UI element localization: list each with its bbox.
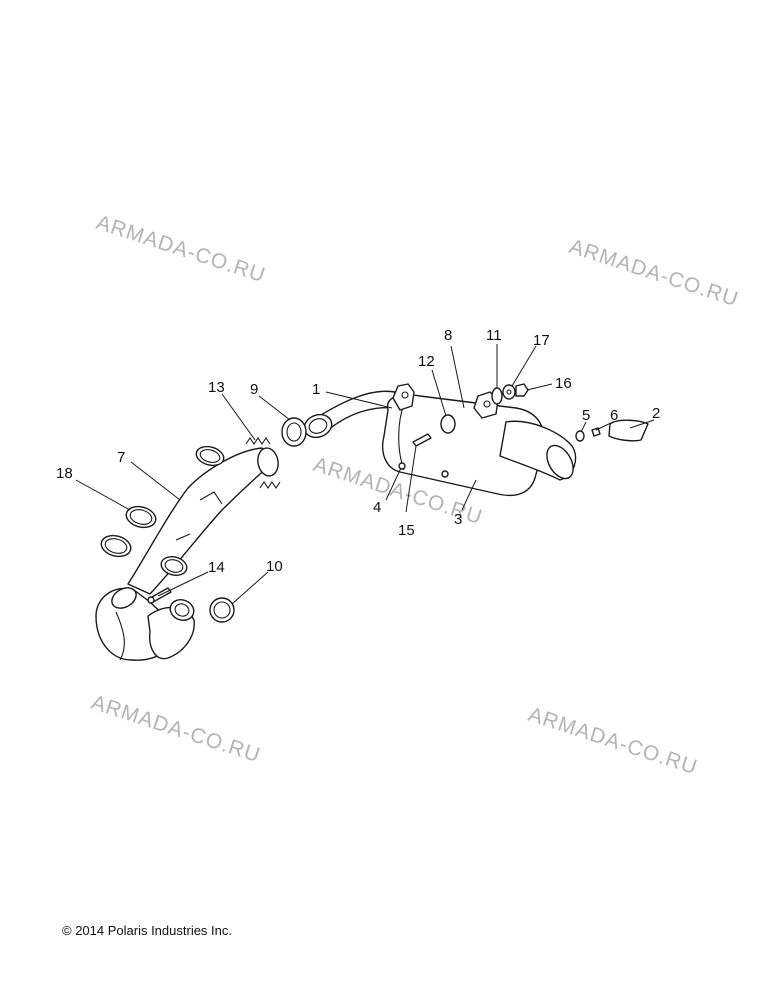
copyright-notice: © 2014 Polaris Industries Inc. [62, 923, 232, 938]
callout-1: 1 [312, 381, 320, 398]
screw-and-nut [575, 427, 601, 442]
watermark: ARMADA-CO.RU [88, 691, 263, 767]
gasket-10 [209, 597, 235, 623]
callout-5: 5 [582, 407, 590, 424]
mount-hardware [491, 383, 529, 405]
callout-10: 10 [266, 558, 283, 575]
callout-8: 8 [444, 327, 452, 344]
callout-11: 11 [486, 327, 502, 344]
callout-9: 9 [250, 381, 258, 398]
callout-2: 2 [652, 405, 660, 422]
callout-12: 12 [418, 353, 435, 370]
exhaust-springs [245, 437, 281, 489]
callout-17: 17 [533, 332, 550, 349]
watermark: ARMADA-CO.RU [93, 211, 268, 287]
muffler [303, 383, 577, 497]
callout-4: 4 [373, 499, 381, 516]
callout-15: 15 [398, 522, 415, 539]
callout-7: 7 [117, 449, 125, 466]
callout-numbers: 1 2 3 4 5 6 7 8 9 10 11 12 13 14 15 16 1… [56, 327, 660, 576]
callout-14: 14 [208, 559, 225, 576]
seal-rings [100, 445, 225, 577]
watermark: ARMADA-CO.RU [566, 235, 741, 311]
callout-16: 16 [555, 375, 572, 392]
callout-18: 18 [56, 465, 73, 482]
leader-lines [75, 344, 655, 605]
callout-3: 3 [454, 511, 462, 528]
callout-6: 6 [610, 407, 618, 424]
watermark: ARMADA-CO.RU [525, 703, 700, 779]
gasket-ring-9 [281, 417, 307, 447]
callout-13: 13 [208, 379, 225, 396]
